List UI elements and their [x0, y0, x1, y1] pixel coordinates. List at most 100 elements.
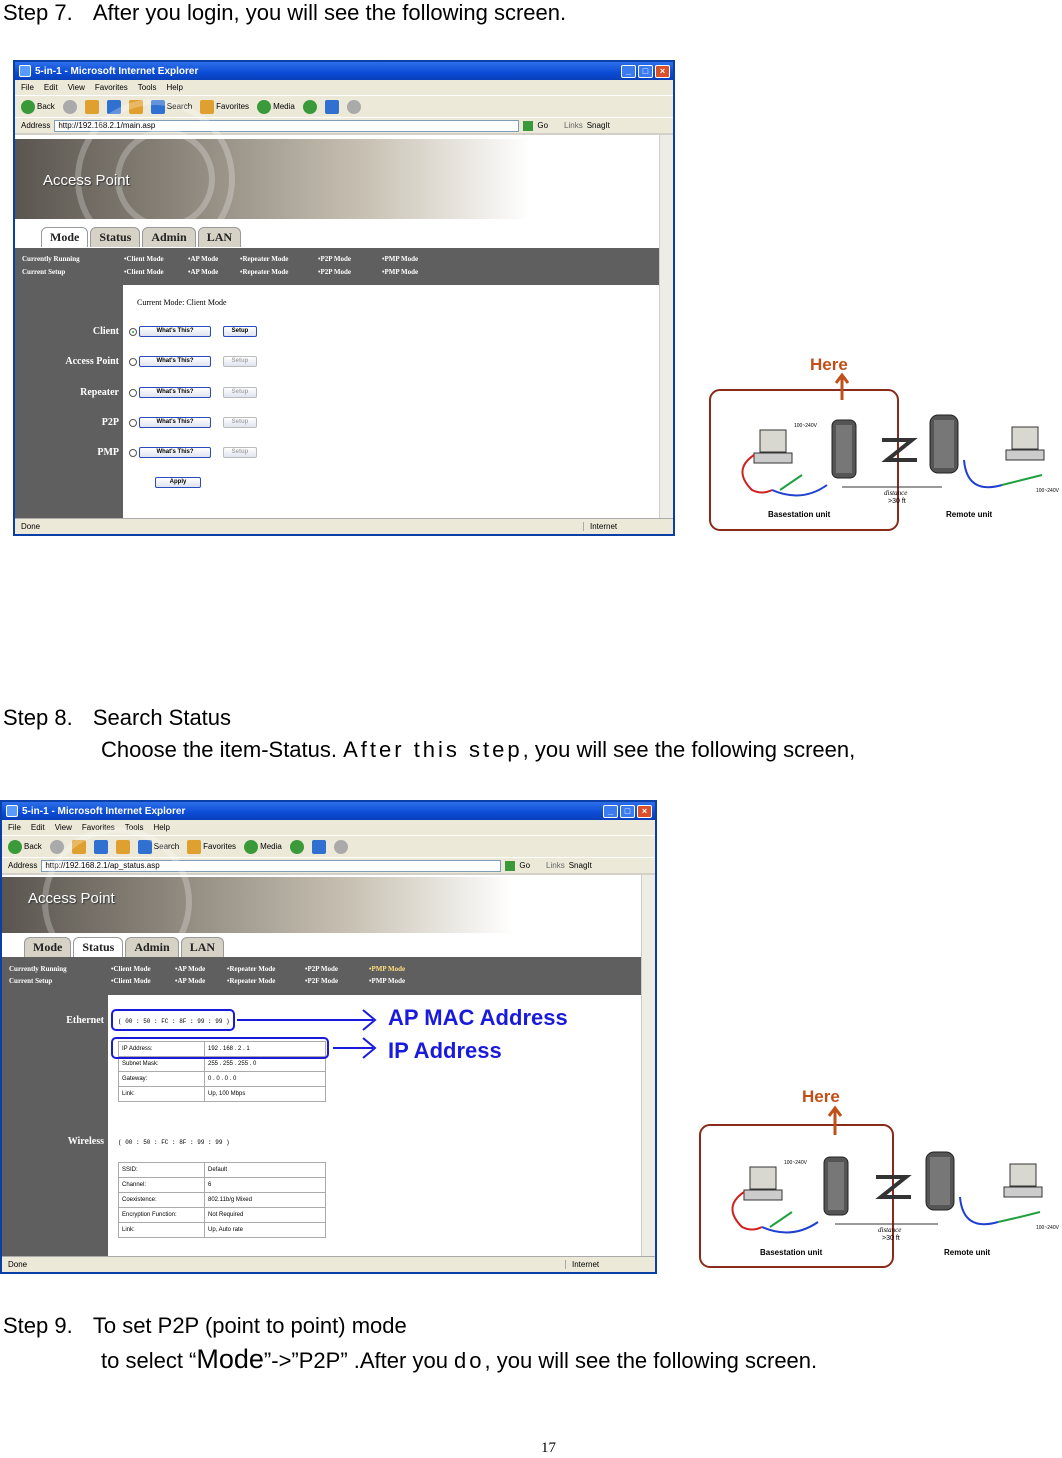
- page-viewport: Access Point Mode Status Admin LAN Curre…: [2, 827, 655, 1256]
- apply-button[interactable]: Apply: [155, 477, 201, 488]
- radio-repeater[interactable]: [129, 389, 137, 397]
- browser-window-mode: 5-in-1 - Microsoft Internet Explorer _ □…: [13, 60, 675, 536]
- favorites-label: Favorites: [203, 842, 237, 851]
- setup-button-access-point[interactable]: Setup: [223, 356, 257, 367]
- minimize-icon[interactable]: _: [603, 804, 618, 818]
- go-icon[interactable]: [523, 120, 534, 131]
- cable: [771, 484, 828, 497]
- table-row: Coexistence:802.11b/g Mixed: [118, 1192, 326, 1208]
- back-button[interactable]: Back: [8, 839, 42, 854]
- basestation-label: Basestation unit: [760, 1248, 823, 1257]
- tab-lan[interactable]: LAN: [197, 227, 242, 247]
- media-button[interactable]: Media: [257, 99, 295, 114]
- setup-button-repeater[interactable]: Setup: [223, 387, 257, 398]
- callout-arrows: [237, 1009, 377, 1059]
- close-icon[interactable]: ×: [637, 804, 652, 818]
- tab-status[interactable]: Status: [73, 937, 124, 957]
- title-bar: 5-in-1 - Microsoft Internet Explorer _ □…: [15, 62, 673, 80]
- snagit-button[interactable]: SnagIt: [586, 121, 610, 130]
- links-button[interactable]: Links: [564, 121, 583, 130]
- banner-decoration: [115, 129, 215, 229]
- radio-access-point[interactable]: [129, 358, 137, 366]
- favorites-button[interactable]: Favorites: [200, 99, 249, 114]
- go-button[interactable]: Go: [519, 861, 531, 870]
- radio-p2p[interactable]: [129, 419, 137, 427]
- banner: Access Point: [2, 827, 641, 977]
- menu-help[interactable]: Help: [153, 823, 170, 832]
- go-button[interactable]: Go: [537, 121, 549, 130]
- menu-edit[interactable]: Edit: [30, 823, 45, 832]
- encryption-key: Encryption Function:: [118, 1207, 205, 1223]
- antenna-unit-icon: [934, 420, 954, 468]
- menu-tools[interactable]: Tools: [137, 83, 157, 92]
- stop-icon[interactable]: [84, 99, 99, 114]
- step-title: To set P2P (point to point) mode: [92, 1313, 407, 1338]
- links-button[interactable]: Links: [546, 861, 565, 870]
- go-icon[interactable]: [505, 860, 516, 871]
- minimize-icon[interactable]: _: [621, 64, 636, 78]
- forward-icon[interactable]: [62, 99, 77, 114]
- maximize-icon[interactable]: □: [620, 804, 635, 818]
- setup-button-client[interactable]: Setup: [223, 326, 257, 337]
- tab-admin[interactable]: Admin: [142, 227, 196, 247]
- run-mode-item: •AP Mode: [188, 255, 219, 263]
- radio-pmp[interactable]: [129, 449, 137, 457]
- favorites-button[interactable]: Favorites: [187, 839, 237, 854]
- whats-this-button[interactable]: What's This?: [139, 326, 211, 337]
- print-icon[interactable]: [333, 839, 348, 854]
- whats-this-button[interactable]: What's This?: [139, 387, 211, 398]
- mode-label-p2p: P2P: [101, 417, 119, 428]
- channel-value: 6: [204, 1177, 326, 1193]
- tab-status[interactable]: Status: [90, 227, 141, 247]
- step8-heading: Step 8. Search Status: [3, 705, 231, 731]
- title-bar: 5-in-1 - Microsoft Internet Explorer _ □…: [2, 802, 655, 820]
- radio-client[interactable]: [129, 328, 137, 336]
- whats-this-button[interactable]: What's This?: [139, 356, 211, 367]
- tab-mode[interactable]: Mode: [24, 937, 72, 957]
- mac-arrow-icon: [237, 1009, 377, 1031]
- close-icon[interactable]: ×: [655, 64, 670, 78]
- print-icon[interactable]: [346, 99, 361, 114]
- mail-icon[interactable]: [324, 99, 339, 114]
- address-label: Address: [8, 861, 38, 870]
- whats-this-button[interactable]: What's This?: [139, 447, 211, 458]
- cable: [963, 459, 1003, 489]
- tab-bar: Mode Status Admin LAN: [41, 227, 242, 247]
- vertical-scrollbar[interactable]: [641, 875, 655, 1256]
- ip-arrow-icon: [333, 1037, 377, 1059]
- setup-button-p2p[interactable]: Setup: [223, 417, 257, 428]
- keyboard-icon: [1005, 449, 1045, 461]
- current-setup-label: Current Setup: [22, 268, 66, 276]
- back-button[interactable]: Back: [21, 99, 55, 114]
- menu-file[interactable]: File: [21, 83, 34, 92]
- mail-icon[interactable]: [311, 839, 326, 854]
- vertical-scrollbar[interactable]: [659, 135, 673, 518]
- menu-favorites[interactable]: Favorites: [94, 83, 128, 92]
- setup-button-pmp[interactable]: Setup: [223, 447, 257, 458]
- back-label: Back: [37, 102, 55, 111]
- history-icon[interactable]: [289, 839, 304, 854]
- forward-icon[interactable]: [49, 839, 64, 854]
- menu-view[interactable]: View: [54, 823, 72, 832]
- menu-view[interactable]: View: [67, 83, 85, 92]
- tab-admin[interactable]: Admin: [125, 937, 179, 957]
- ie-logo-icon: [6, 805, 18, 817]
- distance-label: distance: [878, 1226, 901, 1234]
- maximize-icon[interactable]: □: [638, 64, 653, 78]
- tab-mode[interactable]: Mode: [41, 227, 89, 247]
- menu-help[interactable]: Help: [166, 83, 183, 92]
- menu-favorites[interactable]: Favorites: [81, 823, 115, 832]
- whats-this-button[interactable]: What's This?: [139, 417, 211, 428]
- pc-icon: [759, 429, 787, 453]
- tab-lan[interactable]: LAN: [180, 937, 225, 957]
- media-button[interactable]: Media: [244, 839, 282, 854]
- ip-address-highlight: [111, 1037, 329, 1059]
- menu-edit[interactable]: Edit: [43, 83, 58, 92]
- menu-tools[interactable]: Tools: [124, 823, 144, 832]
- menu-file[interactable]: File: [8, 823, 21, 832]
- snagit-button[interactable]: SnagIt: [568, 861, 592, 870]
- ssid-value: Default: [204, 1162, 326, 1178]
- currently-running-label: Currently Running: [22, 255, 80, 263]
- instruction-text: After this step: [343, 737, 523, 762]
- history-icon[interactable]: [302, 99, 317, 114]
